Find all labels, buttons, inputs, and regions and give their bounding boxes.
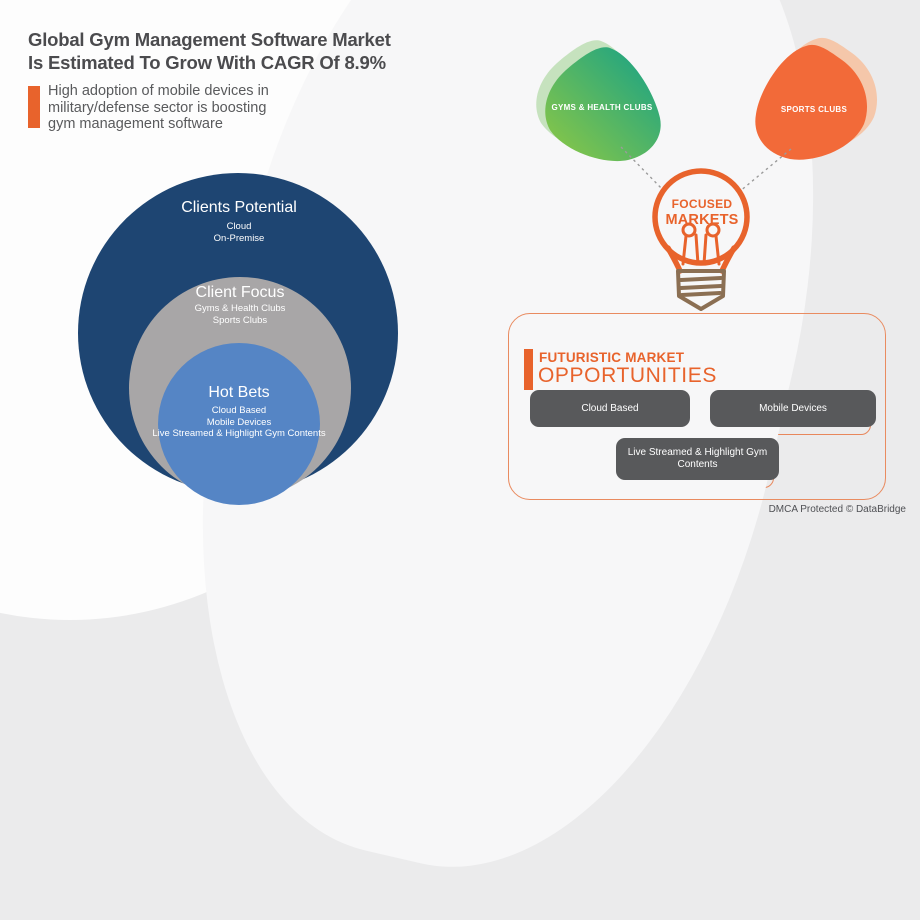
venn-inner-items: Cloud Based Mobile Devices Live Streamed… xyxy=(89,405,389,440)
lightbulb-icon xyxy=(652,168,750,311)
subtitle-accent-bar xyxy=(28,86,40,128)
green-blob-label: GYMS & HEALTH CLUBS xyxy=(551,103,653,112)
opportunity-chip-cloud-based: Cloud Based xyxy=(523,390,690,435)
focused-markets-line2: MARKETS xyxy=(665,212,739,228)
venn-inner-item: Mobile Devices xyxy=(206,416,272,428)
page-title-line2: Is Estimated To Grow With CAGR Of 8.9% xyxy=(28,52,386,73)
dashed-connector-right xyxy=(738,148,792,193)
subtitle-line2: military/defense sector is boosting xyxy=(48,99,267,116)
venn-outer-title: Clients Potential xyxy=(181,199,297,216)
venn-inner-circle xyxy=(158,343,320,505)
opportunity-chip-live-streamed: Live Streamed & Highlight Gym Contents xyxy=(609,438,779,488)
focused-markets-graphic xyxy=(536,37,878,311)
page-title-line1: Global Gym Management Software Market xyxy=(28,29,391,50)
opportunity-chip-mobile-devices: Mobile Devices xyxy=(703,390,876,435)
page-title: Global Gym Management Software Market Is… xyxy=(28,28,458,74)
venn-inner-item: Cloud Based xyxy=(211,405,267,416)
venn-middle-item: Sports Clubs xyxy=(212,314,268,326)
venn-inner-item: Live Streamed & Highlight Gym Contents xyxy=(152,428,326,439)
subtitle-line1: High adoption of mobile devices in xyxy=(48,83,269,99)
subtitle: High adoption of mobile devices in milit… xyxy=(48,83,368,133)
subtitle-line3: gym management software xyxy=(48,116,223,132)
venn-middle-title: Client Focus xyxy=(195,284,285,301)
focused-markets-line1: FOCUSED xyxy=(671,197,733,211)
opportunities-panel xyxy=(508,313,886,500)
focused-markets-label: FOCUSED MARKETS xyxy=(659,197,745,228)
venn-outer-item: Cloud xyxy=(226,221,252,232)
bulb-base xyxy=(676,269,726,311)
venn-middle-item: Gyms & Health Clubs xyxy=(194,303,286,314)
venn-inner-title: Hot Bets xyxy=(208,384,270,401)
dashed-connector-left xyxy=(620,146,666,193)
orange-blob-label: SPORTS CLUBS xyxy=(780,105,848,114)
copyright-text: DMCA Protected © DataBridge xyxy=(768,504,906,515)
venn-middle-items: Gyms & Health Clubs Sports Clubs xyxy=(129,303,351,326)
opportunities-accent-bar xyxy=(524,349,533,390)
orange-market-blob xyxy=(755,44,868,160)
opportunities-heading-line1: FUTURISTIC MARKET xyxy=(539,350,685,365)
green-market-blob xyxy=(545,47,661,162)
venn-outer-item: On-Premise xyxy=(213,232,265,244)
opportunities-heading-line2: OPPORTUNITIES xyxy=(538,364,717,387)
venn-outer-items: Cloud On-Premise xyxy=(79,221,399,244)
